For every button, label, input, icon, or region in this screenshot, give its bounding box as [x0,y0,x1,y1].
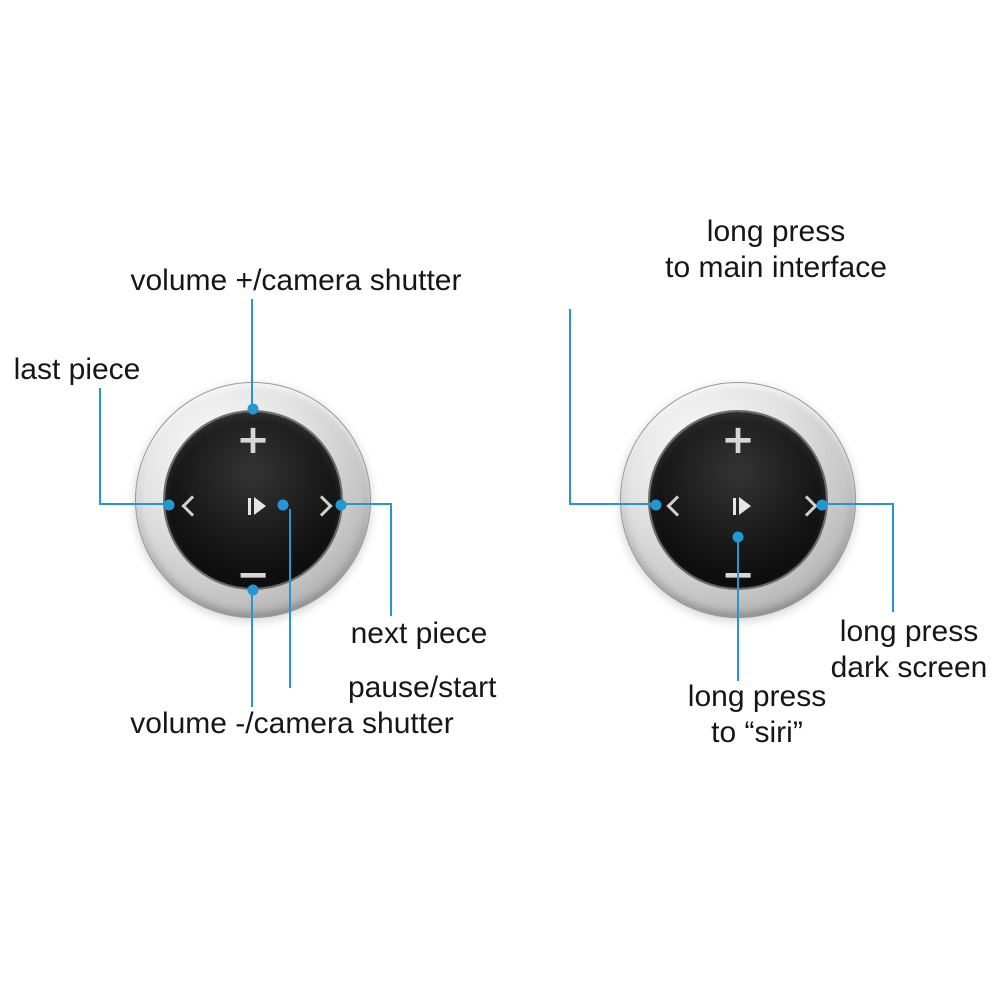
volume-up-icon: + [721,417,755,463]
callout-line-main-interface-h [569,503,658,505]
label-volume-up: volume +/camera shutter [130,264,462,297]
callout-line-main-interface-v [569,309,571,505]
play-pause-icon [733,497,751,515]
callout-dot-volume-up [247,403,259,415]
label-volume-down: volume -/camera shutter [130,707,454,740]
label-pause-start: pause/start [348,671,497,704]
media-remote-left: + − [135,382,371,618]
label-last-piece: last piece [13,353,141,386]
label-dark-screen-line2: dark screen [830,651,988,684]
label-main-interface-line2: to main interface [665,251,887,284]
callout-dot-siri [732,531,744,543]
label-main-interface: long press to main interface [640,214,912,286]
remote-black-face [165,412,341,588]
play-pause-icon [248,497,266,515]
callout-line-volume-up [251,299,253,409]
callout-dot-pause-start [277,499,289,511]
volume-up-icon: + [236,417,270,463]
callout-dot-main-interface [650,499,662,511]
callout-line-volume-down [251,594,253,707]
callout-line-last-piece-h [99,503,170,505]
callout-line-pause-start [289,509,291,688]
callout-line-last-piece-v [99,388,101,505]
label-siri: long press to “siri” [662,679,852,751]
label-siri-line1: long press [687,680,827,713]
callout-dot-next-piece [335,499,347,511]
callout-line-siri [737,542,739,681]
label-dark-screen: long press dark screen [818,614,1000,686]
callout-line-next-piece-h [345,503,392,505]
callout-dot-volume-down [247,584,259,596]
callout-line-next-piece-v [390,503,392,616]
callout-dot-dark-screen [816,499,828,511]
callout-dot-last-piece [163,499,175,511]
label-main-interface-line1: long press [706,215,846,248]
label-dark-screen-line1: long press [839,615,979,648]
callout-line-dark-screen-h [826,503,894,505]
callout-line-dark-screen-v [892,503,894,612]
label-siri-line2: to “siri” [711,716,803,749]
label-next-piece: next piece [350,617,488,650]
